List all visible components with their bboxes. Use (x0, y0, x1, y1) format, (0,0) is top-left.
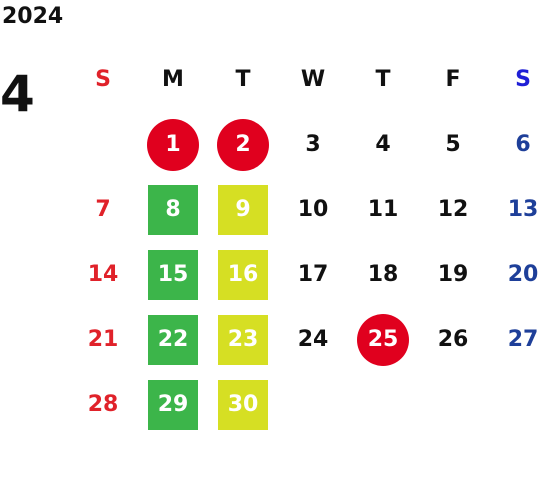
day-cell: 14 (87, 262, 119, 287)
day-cell: 3 (305, 132, 321, 157)
day-cell (418, 372, 488, 437)
day-cell: 15 (138, 242, 208, 307)
day-cell (68, 112, 138, 177)
day-cell: 6 (515, 132, 531, 157)
calendar-month: 4 (0, 65, 35, 123)
day-cell: 17 (297, 262, 329, 287)
day-cell: 12 (437, 197, 469, 222)
day-cell: 18 (367, 262, 399, 287)
day-cell: 21 (87, 327, 119, 352)
day-cell: 10 (297, 197, 329, 222)
weekday-header-wed: W (300, 67, 326, 92)
day-cell: 11 (367, 197, 399, 222)
calendar-grid: S M T W T F S 1 2 3 4 5 6 7 8 9 10 11 12… (68, 47, 548, 437)
day-cell: 24 (297, 327, 329, 352)
calendar-year: 2024 (2, 4, 64, 29)
day-cell: 30 (208, 372, 278, 437)
day-cell: 9 (208, 177, 278, 242)
day-cell: 5 (445, 132, 461, 157)
day-cell (348, 372, 418, 437)
day-cell (278, 372, 348, 437)
weekday-header-mon: M (162, 67, 184, 92)
weekday-header-thu: T (375, 67, 391, 92)
day-cell: 8 (138, 177, 208, 242)
day-cell (488, 372, 548, 437)
day-cell: 20 (507, 262, 539, 287)
day-cell: 1 (138, 112, 208, 177)
day-cell: 19 (437, 262, 469, 287)
day-cell: 29 (138, 372, 208, 437)
day-cell: 25 (348, 307, 418, 372)
day-cell: 23 (208, 307, 278, 372)
weekday-header-tue: T (235, 67, 251, 92)
day-cell: 4 (375, 132, 391, 157)
day-cell: 26 (437, 327, 469, 352)
day-cell: 22 (138, 307, 208, 372)
day-cell: 13 (507, 197, 539, 222)
weekday-header-sat: S (515, 67, 531, 92)
day-cell: 27 (507, 327, 539, 352)
day-cell: 28 (87, 392, 119, 417)
day-cell: 2 (208, 112, 278, 177)
day-cell: 7 (95, 197, 111, 222)
weekday-header-fri: F (445, 67, 461, 92)
weekday-header-sun: S (95, 67, 111, 92)
day-cell: 16 (208, 242, 278, 307)
